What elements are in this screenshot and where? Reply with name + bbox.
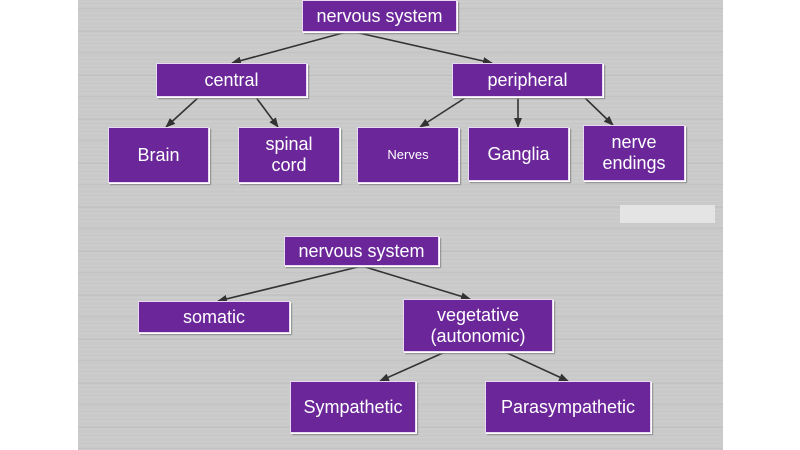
node-somatic: somatic (138, 301, 290, 333)
edge-vegetative-sympathetic (379, 351, 446, 382)
edge-peripheral-nerves (419, 95, 469, 128)
node-nervous-system-top: nervous system (302, 0, 457, 32)
node-parasympathetic: Parasympathetic (485, 381, 651, 433)
node-nerve-endings: nerve endings (583, 125, 685, 181)
node-ganglia: Ganglia (468, 127, 569, 181)
node-central: central (156, 63, 307, 97)
edge-root-peripheral (349, 30, 493, 65)
node-brain: Brain (108, 127, 209, 183)
edge-central-brain (165, 95, 201, 128)
edge-root2-vegetative (361, 265, 471, 301)
node-peripheral: peripheral (452, 63, 603, 97)
edge-root-central (231, 30, 351, 65)
edge-central-spinal-cord (254, 95, 279, 128)
node-sympathetic: Sympathetic (290, 381, 416, 433)
node-spinal-cord: spinal cord (238, 127, 340, 183)
node-nervous-system-bottom: nervous system (284, 236, 439, 266)
edge-peripheral-nerve-endings (582, 95, 614, 126)
node-vegetative-autonomic: vegetative (autonomic) (403, 299, 553, 352)
node-nerves: Nerves (357, 127, 459, 183)
edge-root2-somatic (217, 265, 363, 303)
page-highlight-band (620, 205, 715, 223)
edge-vegetative-parasympathetic (504, 351, 569, 382)
